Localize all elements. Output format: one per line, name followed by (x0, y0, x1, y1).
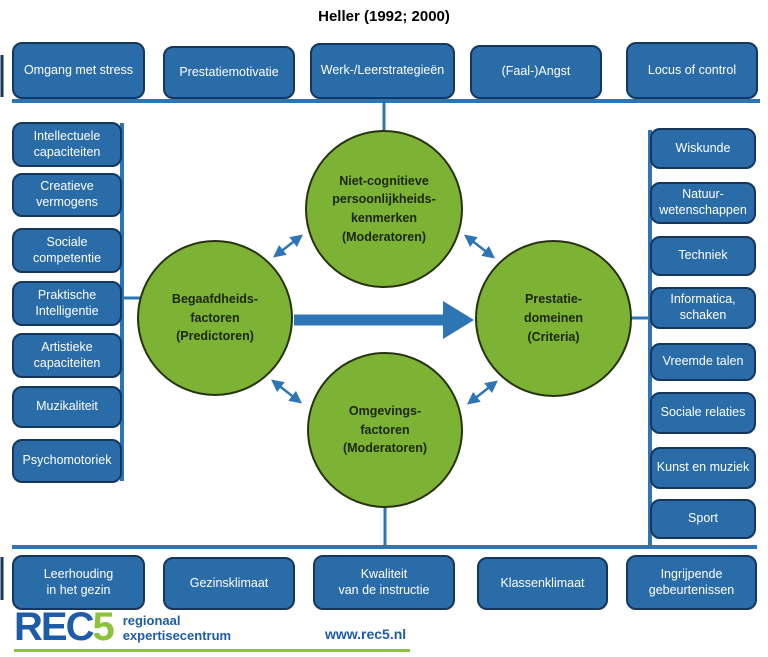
box-gezinsklimaat: Gezinsklimaat (163, 557, 295, 610)
arrow-top-right (464, 234, 495, 259)
box-vreemde-talen: Vreemde talen (650, 343, 756, 381)
box-klassenklimaat: Klassenklimaat (477, 557, 608, 610)
box-kunst-en-muziek: Kunst en muziek (650, 447, 756, 489)
footer-green-rule (14, 649, 410, 652)
arrow-left-top (273, 234, 303, 258)
arrow-left-bottom (271, 379, 302, 404)
box-wiskunde: Wiskunde (650, 128, 756, 169)
box-informatica-schaken: Informatica, schaken (650, 287, 756, 329)
box-prestatiemotivatie: Prestatiemotivatie (163, 46, 295, 99)
box-intellectuele-capaciteiten: Intellectuele capaciteiten (12, 122, 122, 167)
circle-prestatiedomeinen: Prestatie- domeinen (Criteria) (475, 240, 632, 397)
circle-begaafdheidsfactoren: Begaafdheids- factoren (Predictoren) (137, 240, 293, 396)
box-natuurwetenschappen: Natuur- wetenschappen (650, 182, 756, 224)
circle-niet-cognitieve-kenmerken: Niet-cognitieve persoonlijkheids- kenmer… (305, 130, 463, 288)
box-creatieve-vermogens: Creatieve vermogens (12, 173, 122, 217)
box-ingrijpende-gebeurtenissen: Ingrijpende gebeurtenissen (626, 555, 757, 610)
box-praktische-intelligentie: Praktische Intelligentie (12, 281, 122, 326)
box-locus-of-control: Locus of control (626, 42, 758, 99)
box-sociale-relaties: Sociale relaties (650, 392, 756, 434)
box-artistieke-capaciteiten: Artistieke capaciteiten (12, 333, 122, 378)
website-url: www.rec5.nl (325, 626, 407, 642)
box-leerhouding-gezin: Leerhouding in het gezin (12, 555, 145, 610)
box-muzikaliteit: Muzikaliteit (12, 386, 122, 428)
box-psychomotoriek: Psychomotoriek (12, 439, 122, 483)
box-kwaliteit-instructie: Kwaliteit van de instructie (313, 555, 455, 610)
logo-subtitle: regionaal expertisecentrum (122, 613, 232, 643)
rec5-logo: REC5 regionaal expertisecentrum (14, 605, 232, 649)
main-arrow-head (443, 301, 474, 339)
box-techniek: Techniek (650, 236, 756, 276)
arrow-bottom-right (467, 380, 498, 405)
box-faalangst: (Faal-)Angst (470, 45, 602, 99)
circle-omgevingsfactoren: Omgevings- factoren (Moderatoren) (307, 352, 463, 508)
logo-text-rec: REC (14, 605, 94, 649)
diagram-title: Heller (1992; 2000) (318, 8, 450, 25)
logo-text-5: 5 (92, 605, 114, 649)
box-omgang-met-stress: Omgang met stress (12, 42, 145, 99)
box-sport: Sport (650, 499, 756, 539)
box-werk-leerstrategieen: Werk-/Leerstrategieën (310, 43, 455, 99)
box-sociale-competentie: Sociale competentie (12, 228, 122, 273)
